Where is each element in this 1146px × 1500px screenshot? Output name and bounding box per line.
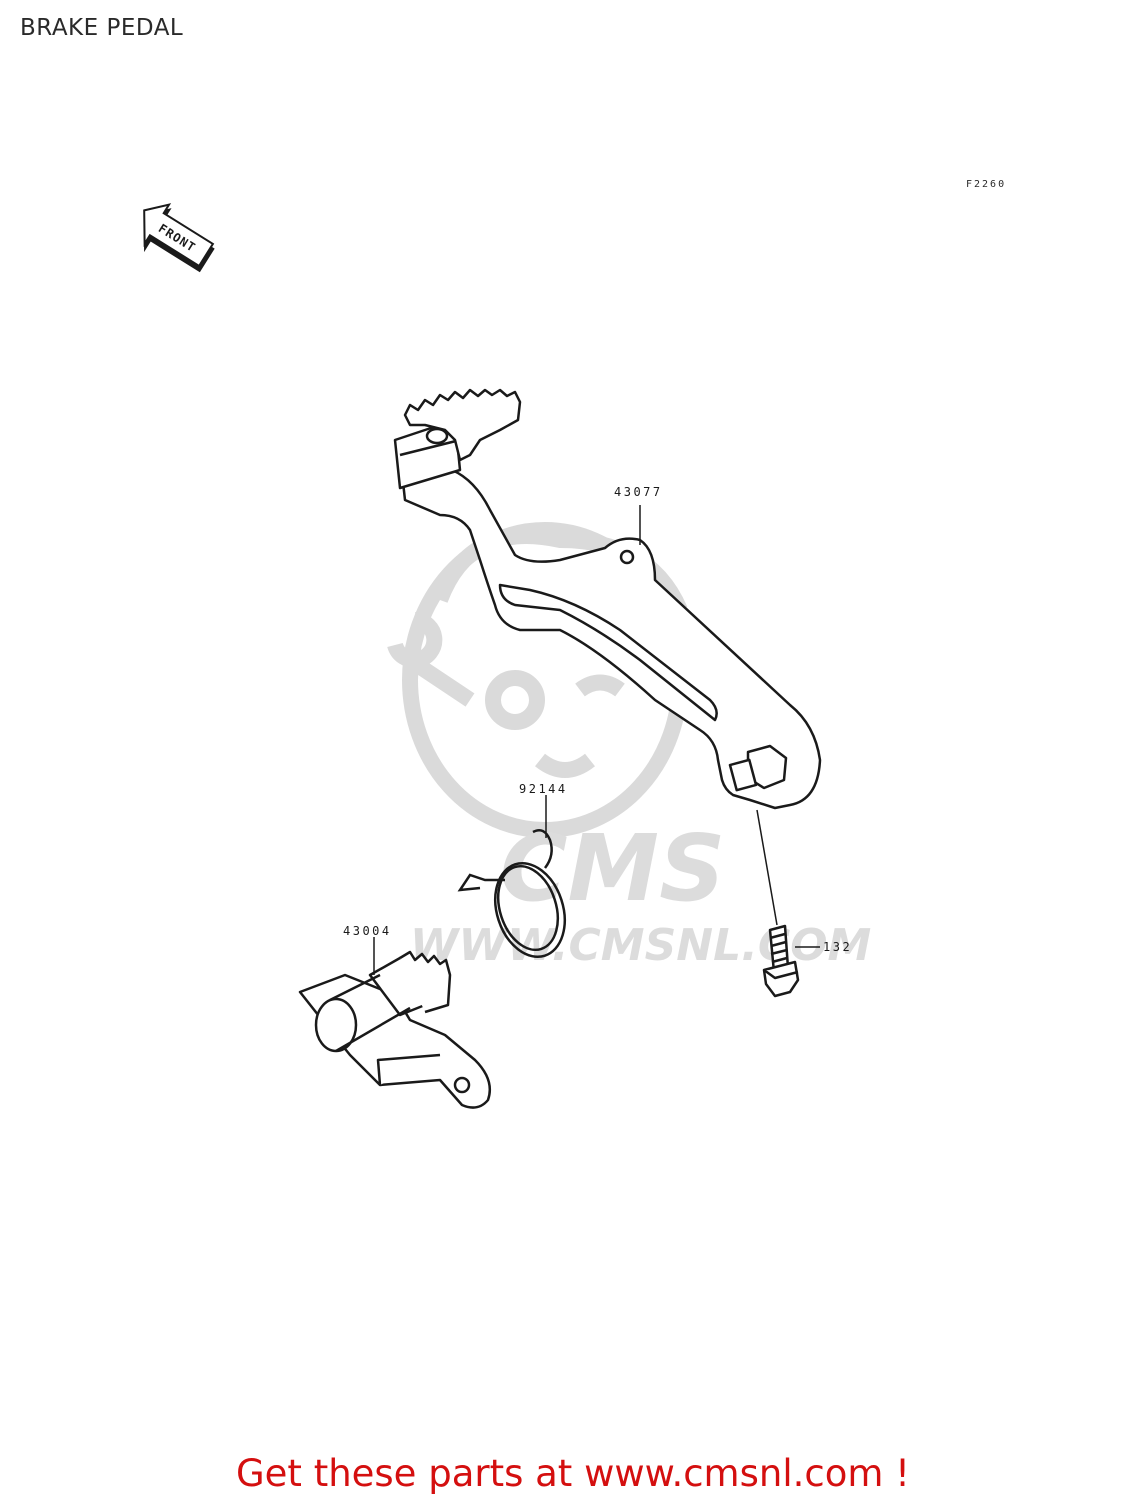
callout-132: 132	[823, 940, 853, 954]
leader-bolt-axis	[756, 809, 778, 926]
bolt-part	[762, 924, 800, 998]
watermark-mascot-mouth	[535, 753, 595, 778]
watermark-mascot-eye	[485, 670, 545, 730]
callout-92144: 92144	[519, 782, 568, 796]
watermark-url: WWW.CMSNL.COM	[410, 920, 871, 971]
front-arrow-icon: FRONT	[143, 203, 215, 273]
figure-code: F2260	[966, 179, 1007, 190]
footer-parts-link[interactable]: Get these parts at www.cmsnl.com !	[235, 1452, 910, 1495]
leader-lines	[373, 505, 820, 975]
spring-part	[457, 829, 566, 959]
watermark-mascot-eye-wink	[575, 674, 625, 697]
pedal-shaft-part	[298, 950, 492, 1109]
callout-43004: 43004	[343, 924, 392, 938]
callout-43077: 43077	[614, 485, 663, 499]
page-title: BRAKE PEDAL	[20, 15, 184, 41]
watermark-text: CMS WWW.CMSNL.COM	[410, 815, 871, 971]
brake-pedal-part	[393, 388, 822, 810]
watermark-wrench-icon	[387, 612, 475, 707]
